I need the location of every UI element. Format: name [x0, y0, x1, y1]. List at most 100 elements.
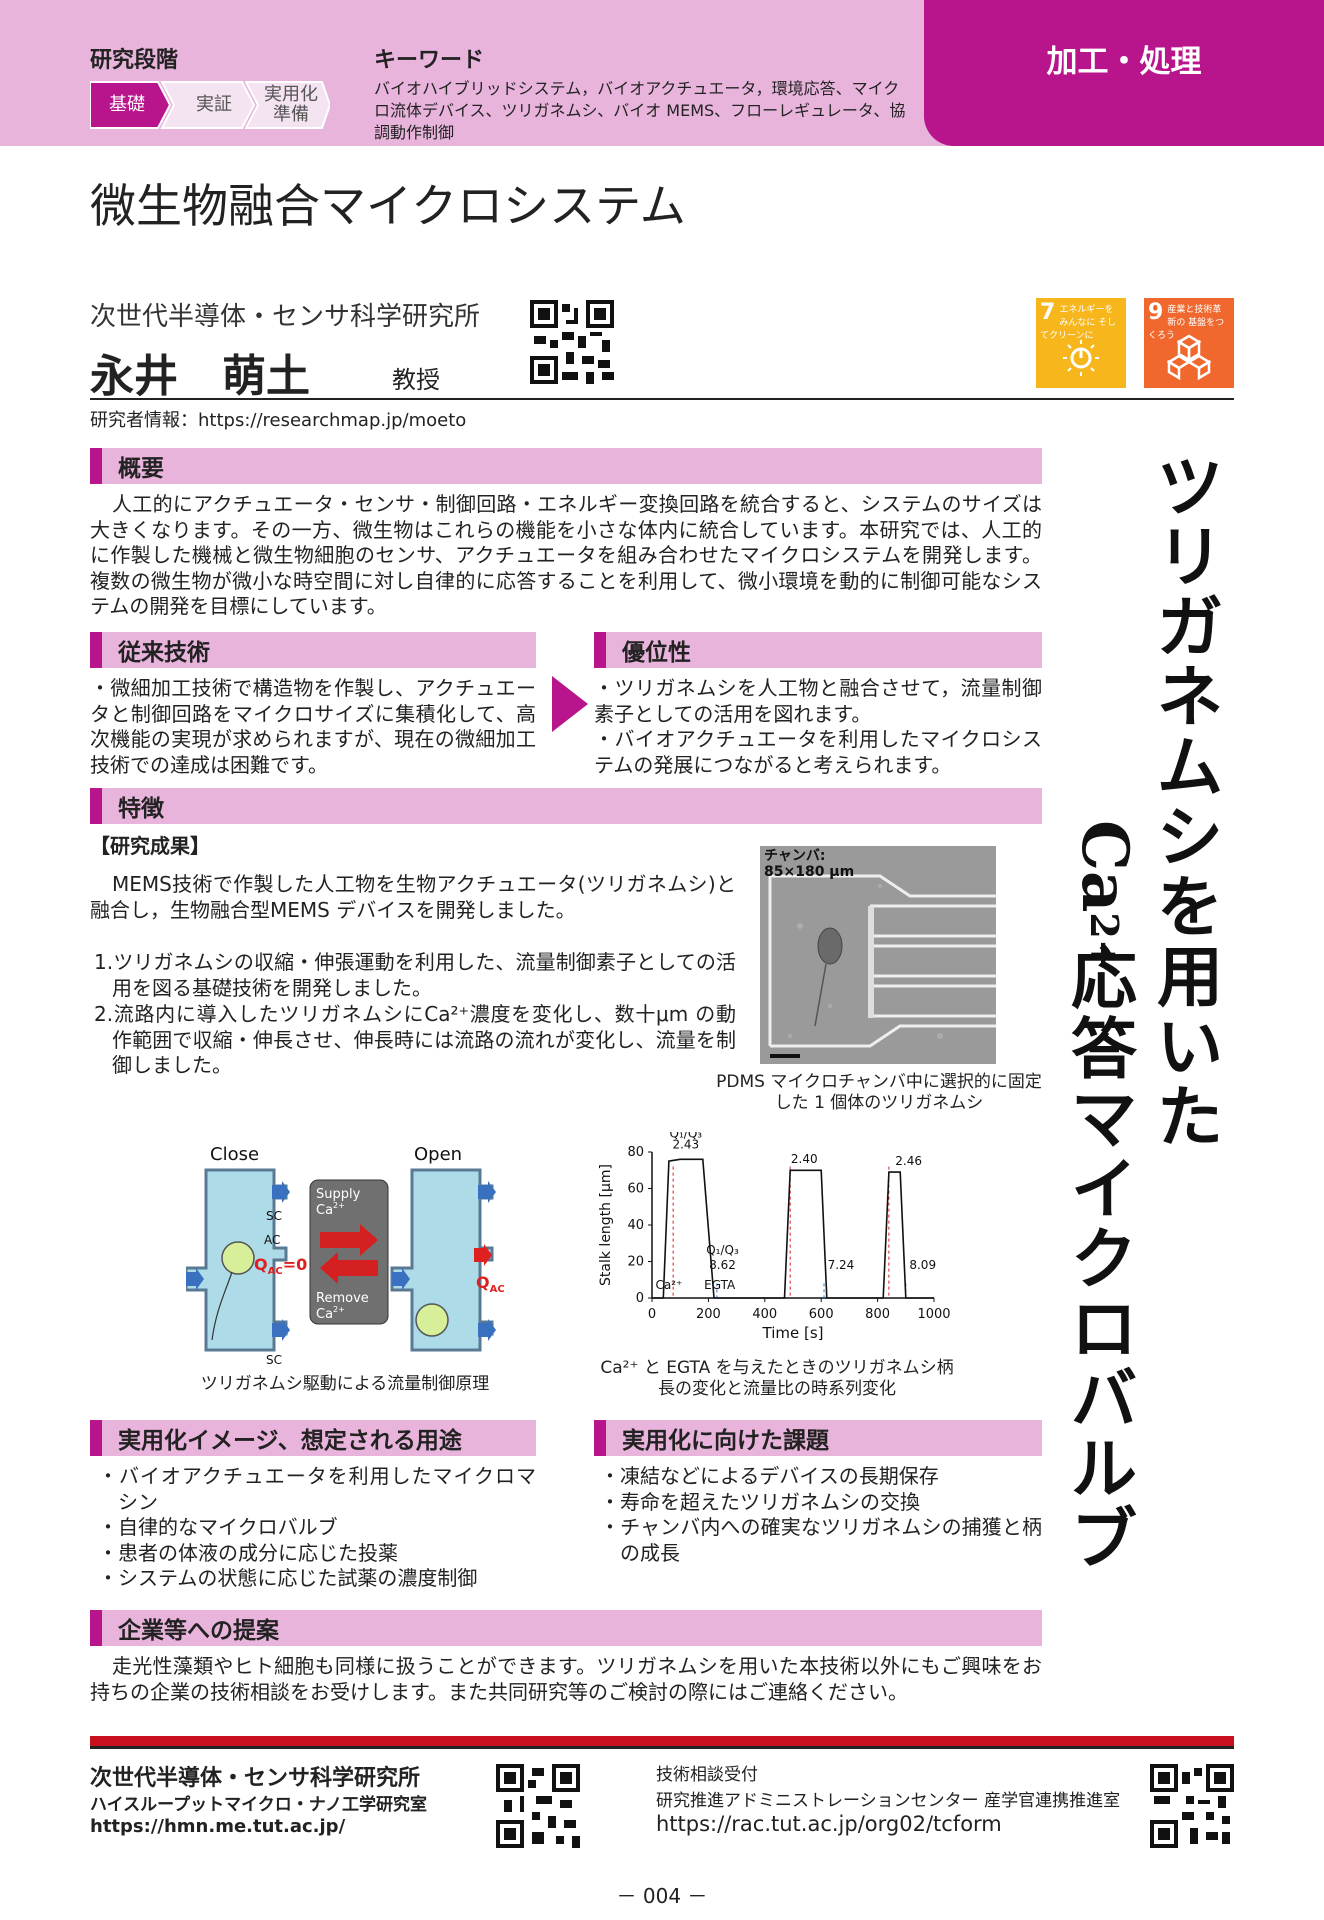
x-tick-label: 400 [752, 1307, 777, 1322]
sdg-7-text: エネルギーをみんなに そしてクリーンに [1040, 305, 1117, 341]
label-supply-ca: Ca2+ [316, 1201, 345, 1218]
footer-rule-thin [90, 1746, 1234, 1749]
application-item: ・バイオアクチュエータを利用したマイクロマシン [98, 1464, 536, 1514]
advantage-item: ・ツリガネムシを人工物と融合させて，流量制御素子としての活用を図れます。 [594, 676, 1042, 726]
footer-lab-url[interactable]: https://hmn.me.tut.ac.jp/ [90, 1816, 346, 1837]
chart-caption: Ca²⁺ と EGTA を与えたときのツリガネムシ柄長の変化と流量比の時系列変化 [600, 1358, 954, 1399]
qac-open-q: Q [476, 1273, 490, 1292]
section-prior-header: 従来技術 [90, 632, 536, 668]
sun-power-icon [1063, 340, 1099, 376]
divider [90, 398, 1234, 400]
feature-item-2: 2.流路内に導入したツリガネムシにCa²⁺濃度を変化し、数十μm の動作範囲で収… [94, 1002, 736, 1077]
vertical-title-char: イ [1071, 1150, 1137, 1228]
application-item: ・患者の体液の成分に応じた投薬 [98, 1540, 398, 1565]
footer-institute: 次世代半導体・センサ科学研究所 [90, 1766, 421, 1791]
vertical-title-char: ム [1157, 728, 1223, 806]
vertical-title-char: ネ [1157, 658, 1223, 736]
x-tick-label: 0 [648, 1307, 656, 1322]
stalk-length-line [652, 1158, 934, 1299]
supply-ca-sup: 2+ [333, 1201, 345, 1210]
supply-ca: Ca [316, 1203, 333, 1218]
chart-annotation: Q₁/Q₃ [706, 1243, 739, 1257]
label-remove: Remove [316, 1291, 369, 1306]
chart-annotation: Q₁/Q₃ [670, 1132, 703, 1140]
stage-prep-shape [244, 81, 330, 129]
label-remove-ca: Ca2+ [316, 1305, 345, 1322]
y-tick-label: 0 [636, 1291, 644, 1306]
stage-basic: 基礎 [109, 94, 145, 115]
x-tick-label: 200 [696, 1307, 721, 1322]
x-tick-label: 600 [809, 1307, 834, 1322]
chart-annotation: 2.40 [791, 1152, 818, 1166]
x-tick-label: 800 [865, 1307, 890, 1322]
y-tick-label: 80 [627, 1145, 644, 1160]
vertical-title-char: バ [1071, 1360, 1137, 1438]
overview-text: 人工的にアクチュエータ・センサ・制御回路・エネルギー変換回路を統合すると、システ… [90, 492, 1042, 618]
label-open: Open [414, 1144, 462, 1165]
challenge-item: ・凍結などによるデバイスの長期保存 [600, 1464, 939, 1488]
y-tick-label: 20 [627, 1255, 644, 1270]
chart-annotation: 7.24 [828, 1258, 855, 1272]
sdg-7-number: 7 [1040, 300, 1056, 325]
sdg-9-text: 産業と技術革新の 基盤をつくろう [1148, 305, 1225, 341]
challenge-item: ・寿命を超えたツリガネムシの交換 [600, 1489, 920, 1514]
category-label: 加工・処理 [1046, 43, 1202, 80]
prior-text: ・微細加工技術で構造物を作製し、アクチュエータと制御回路をマイクロサイズに集積化… [90, 676, 536, 777]
researcher-position: 教授 [392, 366, 440, 394]
closed-channel: SC SC AC QAC=0 [186, 1168, 307, 1367]
vertical-title-char: を [1157, 868, 1223, 946]
vertical-title-char: シ [1157, 798, 1223, 876]
keyword-label: キーワード [374, 48, 485, 73]
label-close: Close [210, 1144, 259, 1165]
application-item: ・自律的なマイクロバルブ [98, 1515, 338, 1539]
chart-annotation: Ca²⁺ [655, 1278, 682, 1292]
remove-ca: Ca [316, 1307, 333, 1322]
sdg-9-number: 9 [1148, 300, 1164, 325]
chart-annotation: EGTA [704, 1278, 736, 1292]
micrograph-image: チャンバ: 85×180 µm [760, 846, 996, 1064]
x-tick-label: 1000 [917, 1307, 950, 1322]
qac-open-sub: AC [490, 1284, 505, 1295]
page-title: 微生物融合マイクロシステム [90, 179, 686, 233]
lab-qr-code-icon[interactable] [496, 1764, 580, 1848]
vertical-title-char: リ [1157, 518, 1223, 596]
researcher-qr-code-icon[interactable] [530, 300, 614, 384]
calcium-control-box: Supply Ca2+ Remove Ca2+ [309, 1179, 389, 1325]
vertical-title-char: ロ [1071, 1290, 1137, 1368]
chart-annotation: 8.09 [909, 1258, 936, 1272]
chart-annotation: 8.62 [709, 1258, 736, 1272]
applications-list: ・バイオアクチュエータを利用したマイクロマシン ・自律的なマイクロバルブ ・患者… [98, 1464, 536, 1592]
label-supply: Supply [316, 1187, 361, 1202]
vertical-title-text-1: ツリガネムシを用いた [1150, 452, 1230, 1152]
label-sc-bottom: SC [266, 1353, 282, 1367]
vertical-title-line2: Ca2+ 応答マイクロバルブ [1064, 820, 1144, 1574]
proposal-text: 走光性藻類やヒト細胞も同様に扱うことができます。ツリガネムシを用いた本技術以外に… [90, 1654, 1042, 1704]
consult-qr-code-icon[interactable] [1150, 1764, 1234, 1848]
footer-consult-url[interactable]: https://rac.tut.ac.jp/org02/tcform [656, 1812, 1002, 1836]
label-sc-top: SC [266, 1209, 282, 1223]
stage-proof-shape [160, 81, 256, 129]
section-challenges-header: 実用化に向けた課題 [594, 1420, 1042, 1456]
y-tick-label: 60 [627, 1182, 644, 1197]
vertical-title-text-2: 応答マイクロバルブ [1064, 944, 1144, 1574]
advantage-item: ・バイオアクチュエータを利用したマイクロシステムの発展につながると考えられます。 [594, 727, 1042, 777]
section-features-header: 特徴 [90, 788, 1042, 824]
vertical-title-char: い [1157, 1008, 1223, 1086]
vertical-title-char: 答 [1071, 1010, 1137, 1088]
feature-item-1: 1.ツリガネムシの収縮・伸張運動を利用した、流量制御素子としての活用を図る基礎技… [94, 950, 736, 1000]
micrograph-label-2: 85×180 µm [764, 864, 854, 880]
arrow-right-icon [552, 676, 588, 732]
application-item: ・システムの状態に応じた試薬の濃度制御 [98, 1566, 478, 1590]
category-badge: 加工・処理 [924, 0, 1324, 146]
vertical-title-char: マ [1071, 1080, 1137, 1158]
label-qac-zero: QAC=0 [254, 1255, 307, 1277]
vertical-title-char: ツ [1157, 448, 1223, 526]
micrograph-label-1: チャンバ: [764, 848, 825, 864]
researcher-info-link[interactable]: 研究者情報：https://researchmap.jp/moeto [90, 410, 467, 431]
label-ac: AC [264, 1233, 280, 1247]
challenges-list: ・凍結などによるデバイスの長期保存 ・寿命を超えたツリガネムシの交換 ・チャンバ… [600, 1464, 1042, 1566]
stage-basic-shape [90, 81, 172, 129]
arrow-remove-icon [320, 1252, 378, 1284]
stage-indicator [90, 81, 330, 129]
vertical-title-char: 用 [1157, 938, 1223, 1016]
